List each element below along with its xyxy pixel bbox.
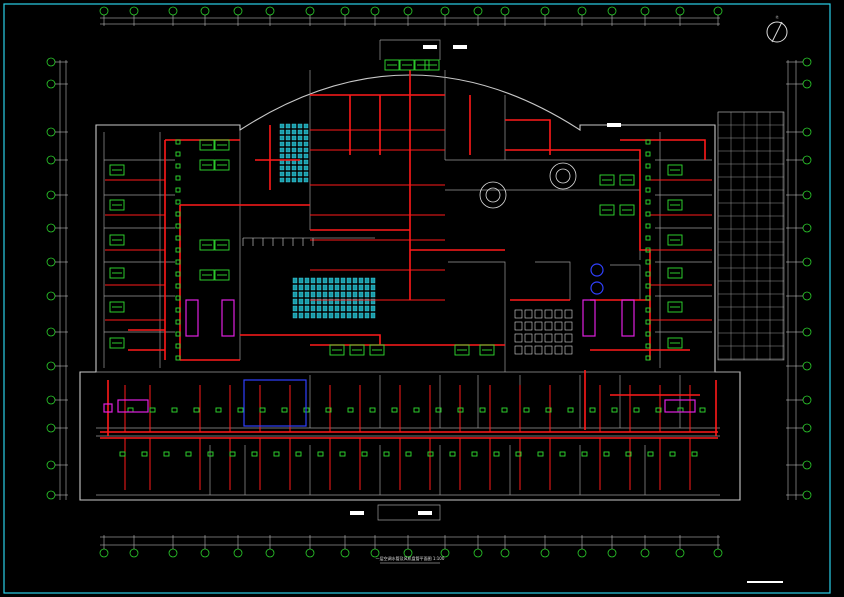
- axis-bubble-icon: [440, 6, 450, 16]
- axis-bubble-icon: [802, 327, 812, 337]
- dimension-lines: [59, 17, 797, 546]
- axis-bubble-icon: [305, 6, 315, 16]
- axis-bubble-icon: [713, 6, 723, 16]
- axis-bubble-icon: [46, 127, 56, 137]
- axis-bubble-icon: [200, 548, 210, 558]
- axis-bubble-icon: [802, 490, 812, 500]
- blue-units: [243, 263, 604, 427]
- axis-bubble-icon: [46, 423, 56, 433]
- right-grid-structure: [717, 111, 785, 361]
- seating: [242, 237, 573, 355]
- ventilation-grid-upper: [279, 123, 309, 183]
- axis-bubble-icon: [802, 79, 812, 89]
- meeting-tables: [479, 162, 577, 209]
- axis-bubble-icon: [233, 6, 243, 16]
- axis-bubble-icon: [370, 6, 380, 16]
- axis-bubble-icon: [305, 548, 315, 558]
- axis-bubble-icon: [168, 6, 178, 16]
- right-grid-lines: [717, 111, 784, 360]
- axis-bubble-icon: [713, 548, 723, 558]
- axis-bubble-icon: [46, 361, 56, 371]
- axis-bubble-icon: [607, 548, 617, 558]
- axis-bubble-icon: [340, 6, 350, 16]
- axis-bubble-icon: [168, 548, 178, 558]
- axis-bubble-icon: [500, 6, 510, 16]
- axis-bubble-icon: [99, 548, 109, 558]
- annotation-tags: [350, 45, 783, 583]
- axis-bubble-icon: [640, 548, 650, 558]
- branch-pipes: [105, 129, 712, 490]
- axis-bubble-icon: [802, 395, 812, 405]
- axis-bubble-icon: [46, 57, 56, 67]
- axis-bubble-icon: [802, 223, 812, 233]
- axis-bubble-icon: [46, 291, 56, 301]
- axis-bubble-icon: [46, 460, 56, 470]
- axis-bubble-icon: [129, 6, 139, 16]
- axis-bubble-icon: [46, 155, 56, 165]
- ventilation-grid: [292, 277, 376, 319]
- axis-bubble-icon: [46, 190, 56, 200]
- axis-bubble-icon: [607, 6, 617, 16]
- axis-bubble-icon: [99, 6, 109, 16]
- axis-grid: [46, 6, 812, 558]
- axis-bubble-icon: [577, 548, 587, 558]
- axis-bubble-icon: [340, 548, 350, 558]
- axis-bubble-icon: [46, 327, 56, 337]
- axis-bubble-icon: [802, 460, 812, 470]
- axis-bubble-icon: [675, 6, 685, 16]
- axis-bubble-icon: [802, 257, 812, 267]
- axis-bubble-icon: [46, 257, 56, 267]
- axis-bubble-icon: [46, 223, 56, 233]
- axis-bubble-icon: [802, 423, 812, 433]
- axis-bubble-icon: [540, 548, 550, 558]
- axis-bubble-icon: [577, 6, 587, 16]
- axis-bubble-icon: [46, 490, 56, 500]
- axis-bubble-icon: [802, 127, 812, 137]
- axis-bubble-icon: [802, 361, 812, 371]
- fan-coil-units: [109, 59, 706, 457]
- drawing-title: 一层空调水管及风机盘管平面图 1:100: [376, 555, 445, 561]
- drawing-frame: [3, 3, 831, 594]
- axis-bubble-icon: [265, 548, 275, 558]
- north-arrow-icon: 北: [766, 14, 788, 43]
- axis-bubble-icon: [640, 6, 650, 16]
- axis-bubble-icon: [265, 6, 275, 16]
- axis-bubble-icon: [802, 57, 812, 67]
- svg-text:北: 北: [775, 14, 778, 19]
- axis-bubble-icon: [473, 6, 483, 16]
- axis-bubble-icon: [403, 6, 413, 16]
- axis-bubble-icon: [802, 190, 812, 200]
- axis-bubble-icon: [46, 79, 56, 89]
- axis-bubble-icon: [802, 155, 812, 165]
- axis-bubble-icon: [473, 548, 483, 558]
- axis-bubble-icon: [200, 6, 210, 16]
- axis-bubble-icon: [540, 6, 550, 16]
- axis-bubble-icon: [675, 548, 685, 558]
- axis-bubble-icon: [46, 395, 56, 405]
- axis-bubble-icon: [129, 548, 139, 558]
- axis-bubble-icon: [233, 548, 243, 558]
- axis-bubble-icon: [802, 291, 812, 301]
- magenta-units: [103, 299, 696, 413]
- axis-bubble-icon: [500, 548, 510, 558]
